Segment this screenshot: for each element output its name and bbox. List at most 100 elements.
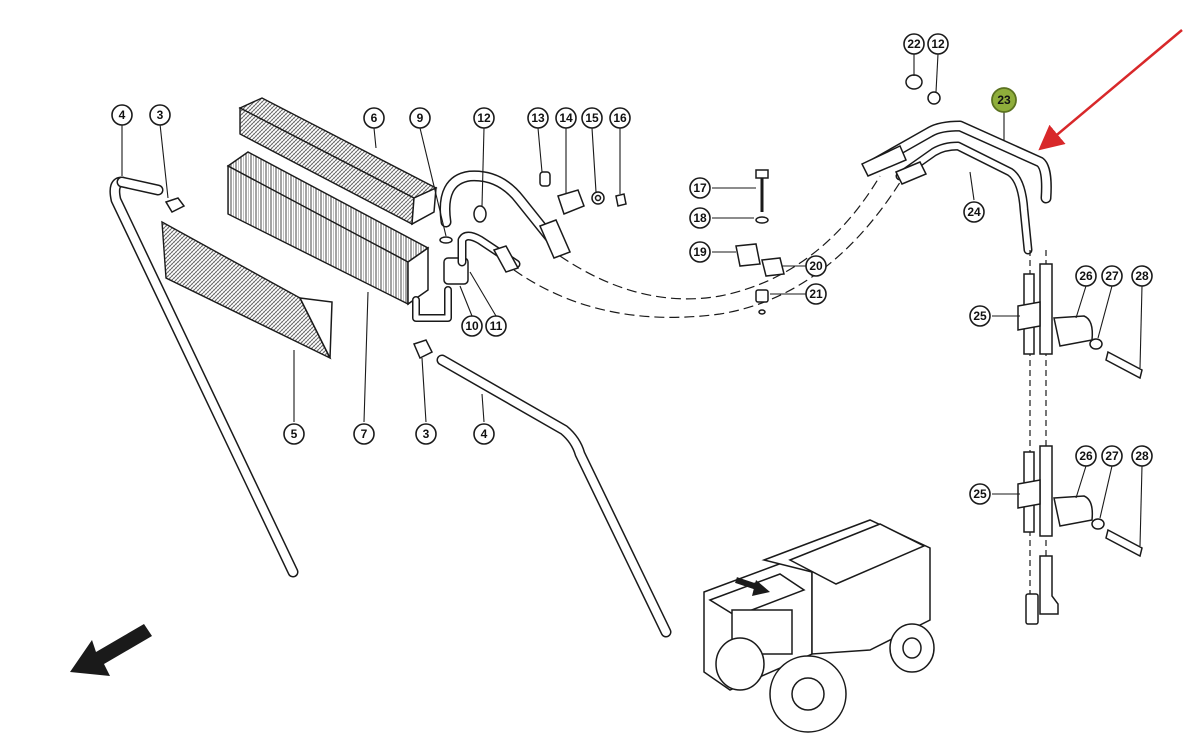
callout-circle (991, 87, 1017, 113)
callout-circle (805, 283, 827, 305)
callout-circle (805, 255, 827, 277)
clip-3-upper (164, 197, 186, 213)
callout-20: 20 (805, 255, 827, 277)
callout-number: 10 (465, 319, 479, 333)
callout-11: 11 (485, 315, 507, 337)
clamp-19-20 (735, 169, 785, 315)
callout-27-lower: 27 (1101, 445, 1123, 467)
callout-28-upper: 28 (1131, 265, 1153, 287)
callout-circle (927, 33, 949, 55)
callout-12-right: 12 (927, 33, 949, 55)
callout-circle (473, 423, 495, 445)
callout-24: 24 (963, 201, 985, 223)
callout-5: 5 (283, 423, 305, 445)
callout-number: 26 (1079, 269, 1093, 283)
callout-circle (1101, 445, 1123, 467)
callout-circle (1075, 445, 1097, 467)
parts-13-16 (539, 171, 627, 215)
callout-circle (689, 207, 711, 229)
callout-circle (689, 177, 711, 199)
callout-circle (969, 305, 991, 327)
callout-23-highlighted: 23 (991, 87, 1017, 113)
callout-number: 4 (481, 427, 488, 441)
callout-circle (555, 107, 577, 129)
callout-circle (111, 104, 133, 126)
pipe-23-assembly (860, 74, 1052, 255)
callout-9: 9 (409, 107, 431, 129)
callout-number: 5 (291, 427, 298, 441)
callout-number: 16 (613, 111, 627, 125)
filter-6 (238, 97, 438, 226)
callout-number: 19 (693, 245, 707, 259)
callout-circle (963, 201, 985, 223)
callout-number: 20 (809, 259, 823, 273)
callout-number: 12 (931, 37, 945, 51)
callout-circle (1075, 265, 1097, 287)
callout-16: 16 (609, 107, 631, 129)
callout-number: 11 (490, 319, 503, 333)
callout-number: 4 (119, 108, 126, 122)
callout-number: 21 (809, 287, 823, 301)
callout-number: 13 (531, 111, 545, 125)
pipe-4-lower (436, 354, 672, 638)
callout-6: 6 (363, 107, 385, 129)
callout-number: 6 (371, 111, 378, 125)
callout-number: 25 (973, 309, 987, 323)
callout-21: 21 (805, 283, 827, 305)
callout-circle (283, 423, 305, 445)
red-arrow-icon (1038, 29, 1183, 151)
callout-25-upper: 25 (969, 305, 991, 327)
callout-28-lower: 28 (1131, 445, 1153, 467)
callout-circle (609, 107, 631, 129)
callout-circle (461, 315, 483, 337)
callout-number: 26 (1079, 449, 1093, 463)
callout-number: 25 (973, 487, 987, 501)
callout-circle (363, 107, 385, 129)
callout-circle (689, 241, 711, 263)
callout-number: 28 (1135, 269, 1149, 283)
callout-number: 18 (693, 211, 707, 225)
callout-18: 18 (689, 207, 711, 229)
callout-number: 28 (1135, 449, 1149, 463)
dashed-hoses (513, 175, 905, 318)
callout-number: 22 (907, 37, 921, 51)
callout-4-lower: 4 (473, 423, 495, 445)
callout-circle (1101, 265, 1123, 287)
callout-number: 23 (997, 93, 1011, 107)
callout-26-upper: 26 (1075, 265, 1097, 287)
clamp-set-upper (1017, 301, 1143, 380)
pipe-upper-center (439, 170, 572, 259)
callout-circle (903, 33, 925, 55)
callout-3-lower: 3 (415, 423, 437, 445)
callout-circle (969, 483, 991, 505)
pipe-lower-center (457, 231, 521, 273)
evaporator-7 (226, 151, 469, 322)
callout-circle (581, 107, 603, 129)
callout-7: 7 (353, 423, 375, 445)
callout-number: 17 (693, 181, 707, 195)
callout-circle (1131, 445, 1153, 467)
callout-circle (1131, 265, 1153, 287)
callout-circle (409, 107, 431, 129)
callout-number: 9 (417, 111, 424, 125)
callout-number: 12 (477, 111, 491, 125)
callout-3-upper-left: 3 (149, 104, 171, 126)
callout-circle (527, 107, 549, 129)
callout-14: 14 (555, 107, 577, 129)
callout-number: 3 (423, 427, 430, 441)
callout-number: 7 (361, 427, 368, 441)
callout-15: 15 (581, 107, 603, 129)
callout-4-upper-left: 4 (111, 104, 133, 126)
harvester-thumbnail (703, 519, 935, 733)
callout-10: 10 (461, 315, 483, 337)
callout-circle (353, 423, 375, 445)
callout-number: 27 (1105, 269, 1119, 283)
filter-5 (161, 220, 333, 360)
direction-arrow-icon (70, 624, 152, 676)
callout-12-center: 12 (473, 107, 495, 129)
callout-13: 13 (527, 107, 549, 129)
pipe-4-left (109, 176, 299, 578)
callout-17: 17 (689, 177, 711, 199)
